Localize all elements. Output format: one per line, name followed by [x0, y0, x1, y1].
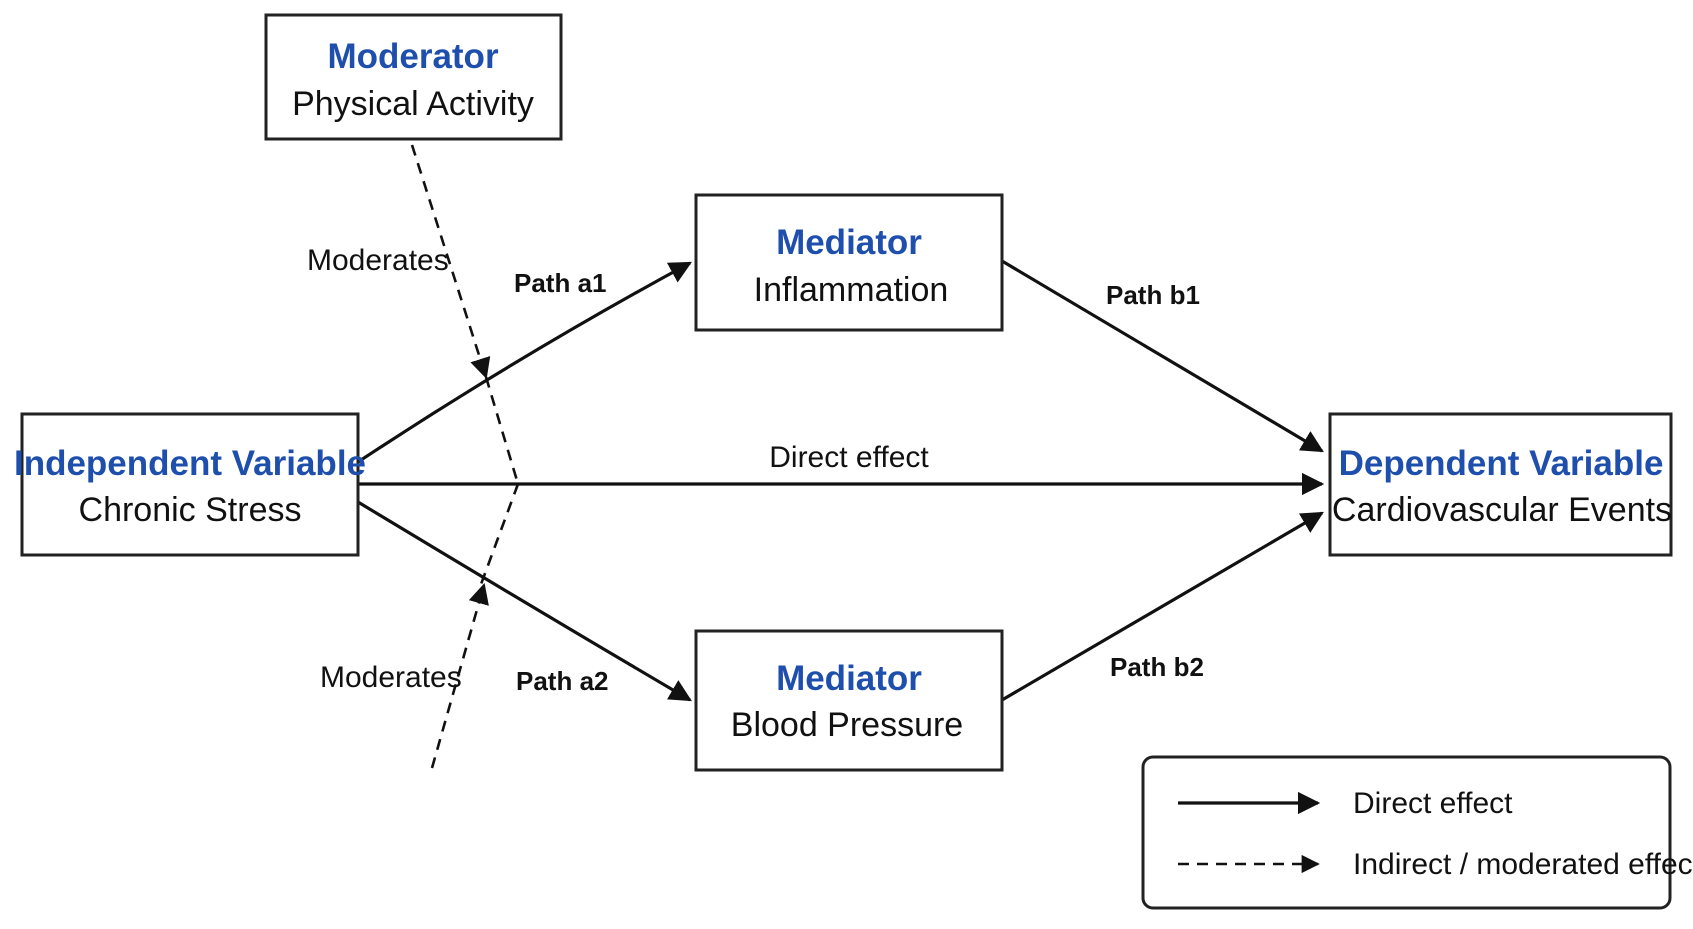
node-dependent-name: Cardiovascular Events: [1332, 491, 1672, 529]
node-mediator-blood-pressure: Mediator Blood Pressure: [694, 629, 1004, 772]
node-independent-role: Independent Variable: [14, 444, 366, 483]
node-moderator-name: Physical Activity: [292, 85, 534, 123]
legend: Direct effect Indirect / moderated effec…: [1141, 755, 1693, 910]
label-path-a1: Path a1: [514, 268, 607, 298]
node-mediator-inflammation: Mediator Inflammation: [694, 193, 1004, 332]
edge-path-b2: [1001, 511, 1324, 702]
node-moderator-role: Moderator: [327, 37, 499, 76]
edge-path-a2: [357, 500, 692, 702]
label-path-a2: Path a2: [516, 666, 609, 696]
label-moderates-bottom: Moderates: [320, 661, 462, 694]
edge-moderates-bottom-crossing: [478, 483, 520, 588]
node-independent-name: Chronic Stress: [79, 491, 302, 529]
legend-solid-label: Direct effect: [1353, 787, 1513, 820]
node-mediator-bp-role: Mediator: [776, 659, 922, 698]
edge-moderates-top: [410, 144, 491, 379]
node-mediator-bp-name: Blood Pressure: [731, 706, 963, 744]
node-moderator: Moderator Physical Activity: [264, 13, 563, 141]
node-mediator-inflammation-role: Mediator: [776, 223, 922, 262]
label-direct-effect: Direct effect: [769, 441, 929, 474]
label-path-b1: Path b1: [1106, 280, 1200, 310]
label-path-b2: Path b2: [1110, 652, 1204, 682]
node-dependent-role: Dependent Variable: [1339, 444, 1664, 483]
edge-moderates-bottom: [430, 582, 489, 769]
edge-path-b1: [1001, 259, 1324, 453]
node-mediator-inflammation-name: Inflammation: [754, 271, 949, 309]
edge-moderates-crossing: [484, 376, 520, 485]
node-independent-variable: Independent Variable Chronic Stress: [14, 412, 366, 557]
label-moderates-top: Moderates: [307, 244, 449, 277]
node-dependent-variable: Dependent Variable Cardiovascular Events: [1328, 412, 1673, 557]
legend-dashed-label: Indirect / moderated effect: [1353, 848, 1693, 881]
edge-path-a1: [357, 261, 692, 464]
